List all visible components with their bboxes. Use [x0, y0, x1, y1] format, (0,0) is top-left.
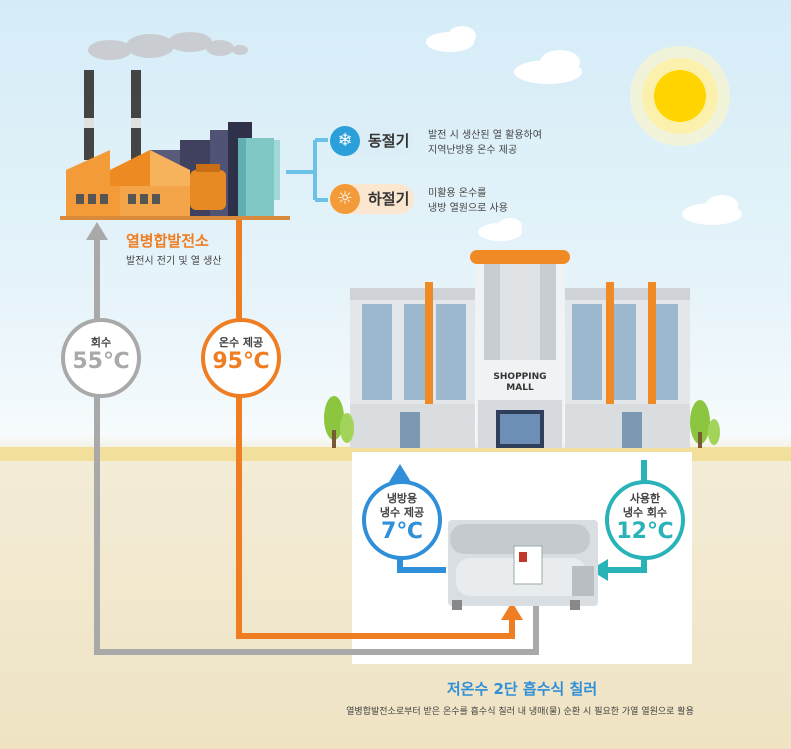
mall-sign-line1: SHOPPING — [493, 372, 547, 382]
supply-cold-label-1: 냉방용 — [386, 492, 418, 505]
return-hot-pipe — [94, 236, 539, 655]
return-cold-temp: 12℃ — [616, 519, 674, 544]
return-hot-temp: 55℃ — [72, 349, 130, 374]
clouds — [426, 26, 742, 241]
shopping-mall-illustration — [350, 250, 690, 448]
return-hot-bubble: 회수 55℃ — [61, 318, 141, 398]
sun-illustration — [630, 46, 730, 146]
supply-hot-bubble: 온수 제공 95℃ — [201, 318, 281, 398]
chiller-description: 열병합발전소로부터 받은 온수를 흡수식 칠러 내 냉매(물) 순환 시 필요한… — [346, 707, 694, 717]
supply-hot-temp: 95℃ — [212, 349, 270, 374]
return-cold-label-1: 사용한 — [629, 492, 661, 505]
snowflake-icon: ❄ — [330, 126, 360, 156]
return-cold-label-2: 냉수 회수 — [622, 506, 668, 519]
plant-description: 발전시 전기 및 열 생산 — [126, 256, 222, 267]
chiller-title: 저온수 2단 흡수식 칠러 — [446, 680, 598, 698]
season-connector — [286, 138, 328, 202]
mall-sign-line2: MALL — [506, 383, 534, 393]
supply-cold-bubble: 냉방용 냉수 제공 7℃ — [362, 480, 442, 560]
summer-label: 하절기 — [368, 190, 410, 208]
supply-cold-label-2: 냉수 제공 — [379, 506, 425, 519]
absorption-chiller-illustration — [448, 520, 598, 610]
summer-desc-line1: 미활용 온수를 — [428, 188, 487, 199]
return-hot-label: 회수 — [90, 336, 112, 349]
supply-cold-temp: 7℃ — [381, 519, 423, 544]
winter-desc-line2: 지역난방용 온수 제공 — [428, 145, 518, 156]
sun-icon: ☼ — [330, 184, 360, 214]
winter-desc-line1: 발전 시 생산된 열 활용하여 — [428, 130, 542, 141]
winter-label: 동절기 — [368, 132, 410, 150]
winter-pill: ❄ 동절기 — [330, 126, 414, 156]
smoke — [88, 32, 248, 60]
trees — [324, 396, 720, 448]
supply-hot-label: 온수 제공 — [218, 336, 264, 349]
plant-name: 열병합발전소 — [126, 232, 209, 250]
return-cold-bubble: 사용한 냉수 회수 12℃ — [605, 480, 685, 560]
winter-description: 발전 시 생산된 열 활용하여 지역난방용 온수 제공 — [428, 128, 542, 158]
power-plant-illustration — [60, 70, 290, 220]
summer-desc-line2: 냉방 열원으로 사용 — [428, 203, 508, 214]
summer-description: 미활용 온수를 냉방 열원으로 사용 — [428, 186, 508, 216]
supply-hot-pipe — [236, 220, 515, 639]
mall-sign: SHOPPING MALL — [484, 372, 556, 394]
summer-pill: ☼ 하절기 — [330, 184, 414, 214]
